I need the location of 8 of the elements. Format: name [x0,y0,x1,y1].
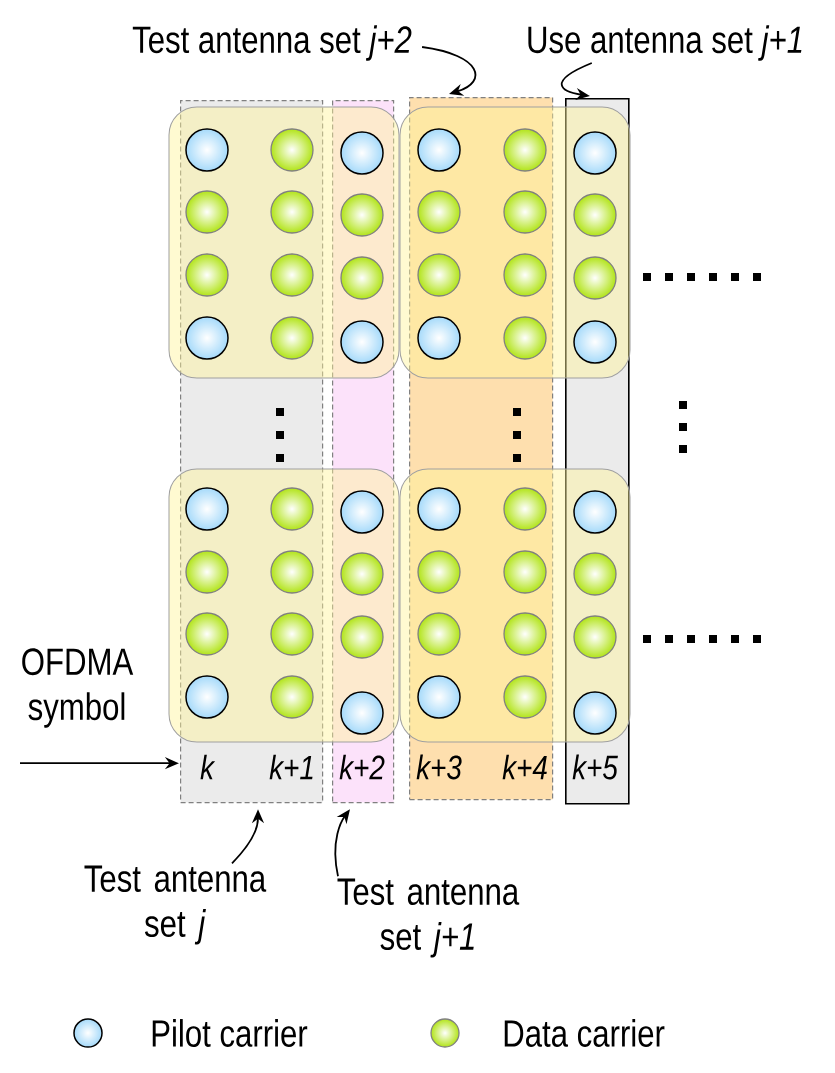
arrow [421,46,477,96]
annotation-text: Test antenna set j [84,865,267,945]
annotation-text: Test antenna setj+2 [132,25,412,61]
annotation-text: OFDMA symbol [22,648,134,728]
annotation-text: Use antenna setj+1 [528,25,802,61]
legend-label: Data carrier [504,1019,665,1047]
legend-label: Pilot carrier [152,1019,308,1047]
annotation-text: Test antenna set j+1 [337,878,520,958]
